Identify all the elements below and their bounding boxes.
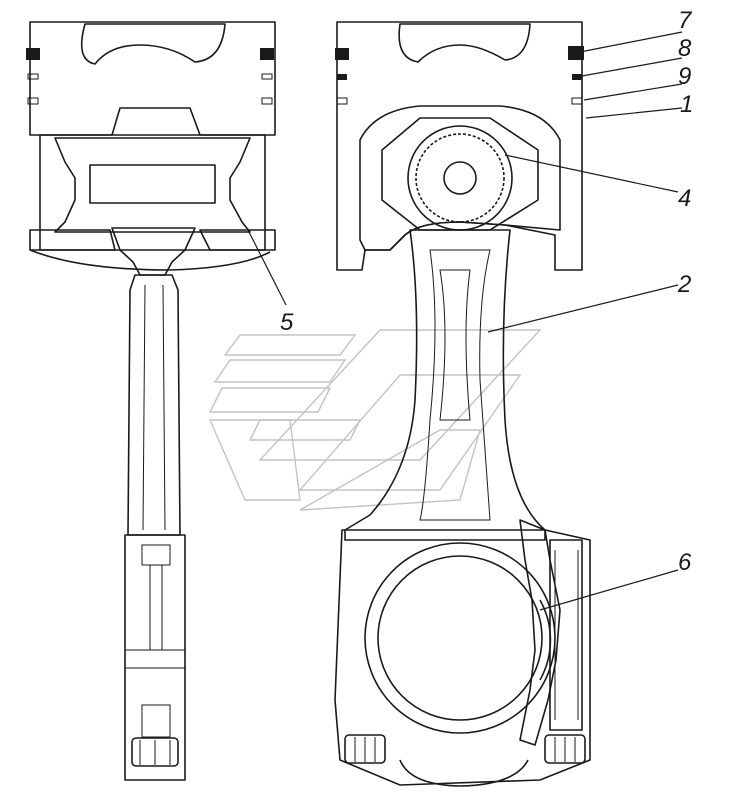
right-crank-bearing-shell	[377, 555, 543, 721]
callout-7: 7	[678, 7, 693, 34]
right-ring-groove-top-left	[335, 48, 349, 60]
callout-4: 4	[678, 185, 691, 212]
right-pin-bore	[443, 161, 477, 195]
right-big-end-cap-section	[519, 519, 561, 746]
callout-8: 8	[678, 35, 692, 62]
right-bolt-head-left	[344, 734, 386, 764]
callout-5: 5	[280, 309, 294, 336]
left-piston-skirt	[39, 134, 266, 251]
right-view-assembly	[334, 21, 591, 787]
right-piston-pin	[407, 125, 513, 231]
left-piston-lower	[29, 229, 116, 251]
left-rod-big-end	[124, 534, 186, 781]
left-rod-bolt-head	[131, 737, 179, 767]
right-rod-big-end	[334, 529, 591, 786]
right-bolt-head-right	[544, 734, 586, 764]
left-ring-groove-top	[26, 48, 40, 60]
left-pin-bore	[89, 164, 216, 204]
left-rod-beam	[127, 274, 181, 536]
right-pin-bushing	[415, 133, 505, 223]
callout-leaders	[247, 31, 683, 611]
right-rod-small-end	[381, 117, 539, 231]
callout-6: 6	[678, 549, 692, 576]
callout-2: 2	[677, 271, 691, 298]
left-view-assembly	[26, 21, 276, 781]
left-piston-crown	[29, 21, 276, 136]
right-ring-groove-top-right	[568, 46, 584, 60]
left-ring-groove-top-right	[260, 48, 274, 60]
right-crank-bearing-bore	[364, 542, 556, 734]
callout-1: 1	[680, 91, 693, 118]
right-piston-body	[336, 21, 583, 271]
left-combustion-bowl	[80, 23, 226, 65]
right-combustion-bowl	[398, 23, 531, 63]
callout-labels: 7 8 9 1 4 2 5 6	[280, 7, 693, 576]
right-rod-beam	[344, 229, 546, 541]
right-piston-cavity	[359, 105, 561, 251]
left-piston-pin	[54, 137, 251, 233]
watermark-logo	[208, 329, 542, 511]
callout-9: 9	[678, 63, 691, 90]
